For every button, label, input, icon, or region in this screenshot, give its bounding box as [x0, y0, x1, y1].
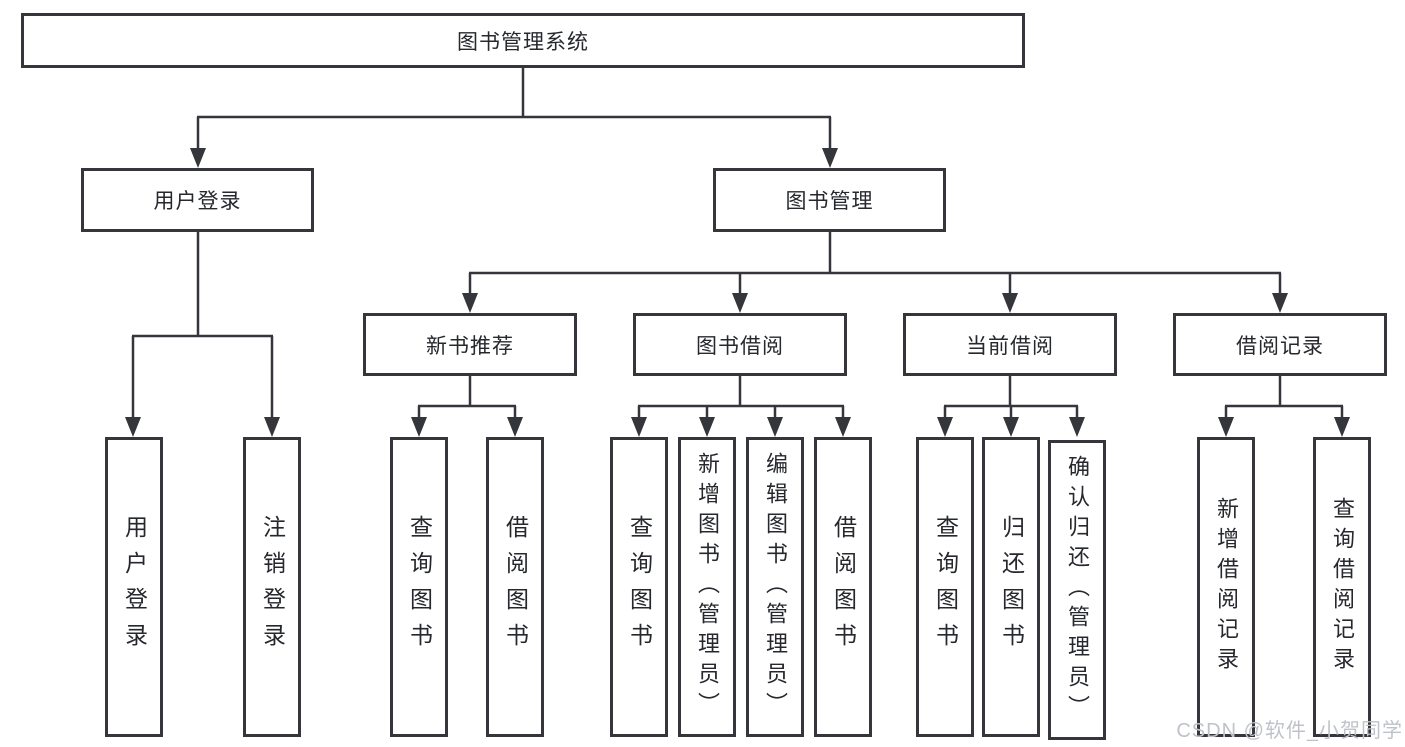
- leaf-label: 查询图书: [406, 515, 433, 659]
- leaf-current-query-books: 查询图书: [916, 437, 974, 737]
- leaf-user-login: 用户登录: [105, 437, 163, 737]
- leaf-label: 确认归还（管理员）: [1065, 455, 1090, 725]
- leaf-borrow-query-books: 查询图书: [610, 437, 668, 737]
- node-borrow-records: 借阅记录: [1173, 313, 1387, 376]
- leaf-newrec-borrow-books: 借阅图书: [486, 437, 544, 737]
- node-user-login: 用户登录: [81, 168, 314, 232]
- leaf-current-return-books: 归还图书: [982, 437, 1040, 737]
- leaf-label: 归还图书: [998, 515, 1025, 659]
- node-library-management-system: 图书管理系统: [21, 13, 1025, 68]
- leaf-label: 新增借阅记录: [1214, 497, 1239, 677]
- leaf-label: 借阅图书: [502, 515, 529, 659]
- leaf-label: 查询图书: [626, 515, 653, 659]
- leaf-borrow-add-books-admin: 新增图书（管理员）: [678, 437, 736, 737]
- leaf-label: 用户登录: [121, 515, 148, 659]
- csdn-watermark: CSDN @软件_小贺同学: [1176, 720, 1403, 742]
- leaf-label: 新增图书（管理员）: [695, 452, 720, 722]
- leaf-label: 借阅图书: [830, 515, 857, 659]
- leaf-label: 注销登录: [259, 515, 286, 659]
- leaf-logout-login: 注销登录: [243, 437, 301, 737]
- leaf-borrow-edit-books-admin: 编辑图书（管理员）: [746, 437, 804, 737]
- leaf-label: 编辑图书（管理员）: [763, 452, 788, 722]
- leaf-current-confirm-return-admin: 确认归还（管理员）: [1048, 440, 1106, 740]
- leaf-records-add-record: 新增借阅记录: [1197, 437, 1255, 737]
- node-book-borrow: 图书借阅: [633, 313, 847, 376]
- leaf-borrow-borrow-books: 借阅图书: [814, 437, 872, 737]
- node-current-borrow: 当前借阅: [903, 313, 1117, 376]
- leaf-label: 查询图书: [932, 515, 959, 659]
- leaf-label: 查询借阅记录: [1330, 497, 1355, 677]
- node-book-management: 图书管理: [713, 168, 946, 232]
- node-new-book-recommend: 新书推荐: [363, 313, 577, 376]
- leaf-records-query-record: 查询借阅记录: [1313, 437, 1371, 737]
- leaf-newrec-query-books: 查询图书: [390, 437, 448, 737]
